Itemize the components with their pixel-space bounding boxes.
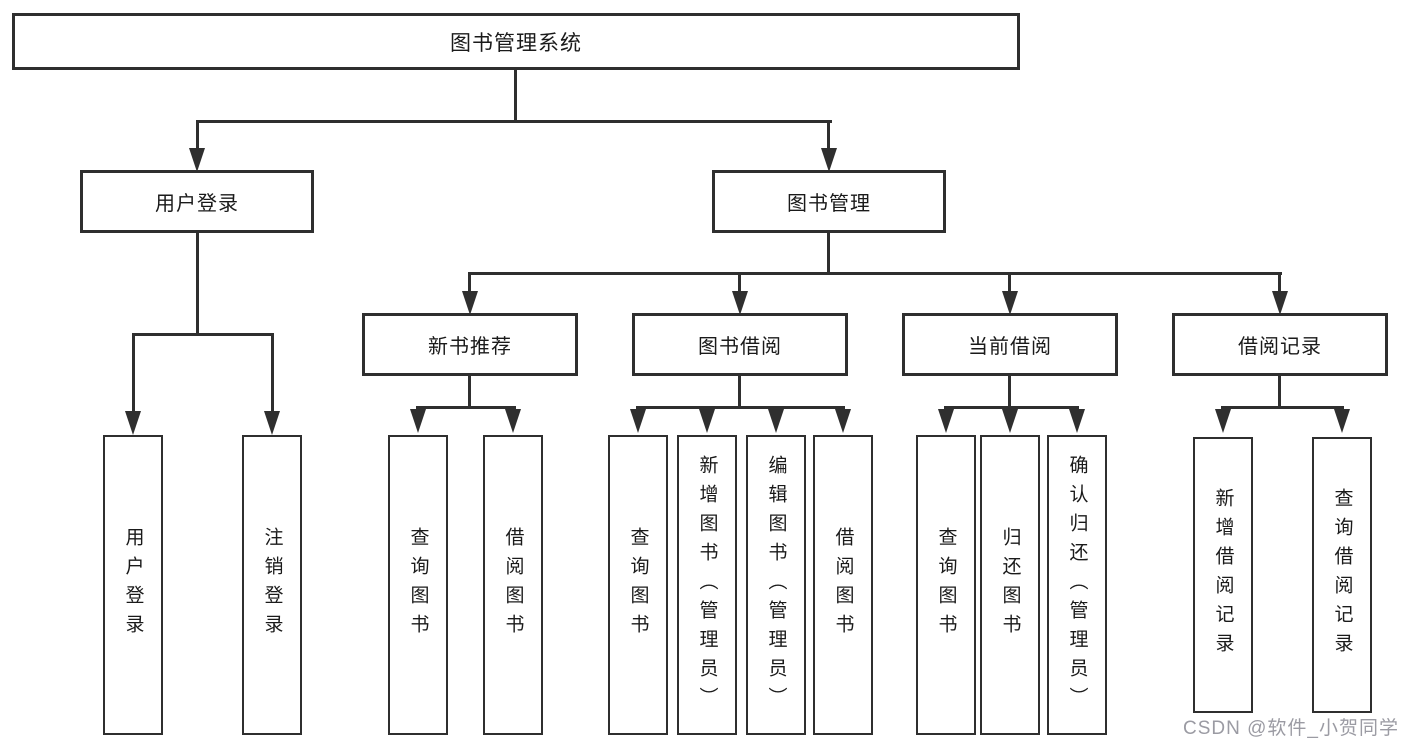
arrowhead-down-icon <box>505 409 521 433</box>
connector-line <box>271 333 274 413</box>
connector-line <box>827 233 830 272</box>
arrowhead-down-icon <box>821 148 837 172</box>
node-leaf-borrow-book-recommend: 借阅图书 <box>483 435 543 735</box>
connector-line <box>132 333 135 413</box>
node-user-login: 用户登录 <box>80 170 314 233</box>
arrowhead-down-icon <box>1002 409 1018 433</box>
arrowhead-down-icon <box>938 409 954 433</box>
arrowhead-down-icon <box>1334 409 1350 433</box>
arrowhead-down-icon <box>189 148 205 172</box>
arrowhead-down-icon <box>699 409 715 433</box>
arrowhead-down-icon <box>125 411 141 435</box>
node-leaf-query-borrow-record: 查询借阅记录 <box>1312 437 1372 713</box>
connector-line <box>944 406 1079 409</box>
arrowhead-down-icon <box>264 411 280 435</box>
connector-line <box>468 272 471 292</box>
node-leaf-add-book-admin: 新增图书（管理员） <box>677 435 737 735</box>
connector-line <box>738 376 741 406</box>
arrowhead-down-icon <box>630 409 646 433</box>
connector-line <box>468 272 1282 275</box>
node-library-management-system: 图书管理系统 <box>12 13 1020 70</box>
connector-line <box>636 406 845 409</box>
connector-line <box>196 233 199 333</box>
connector-line <box>738 272 741 292</box>
node-book-management: 图书管理 <box>712 170 946 233</box>
csdn-watermark: CSDN @软件_小贺同学 <box>1183 718 1399 739</box>
connector-line <box>196 120 199 150</box>
node-leaf-edit-book-admin: 编辑图书（管理员） <box>746 435 806 735</box>
connector-line <box>468 376 471 406</box>
arrowhead-down-icon <box>768 409 784 433</box>
node-leaf-logout: 注销登录 <box>242 435 302 735</box>
arrowhead-down-icon <box>732 291 748 315</box>
arrowhead-down-icon <box>410 409 426 433</box>
connector-line <box>827 120 830 150</box>
node-current-borrow: 当前借阅 <box>902 313 1118 376</box>
connector-line <box>196 120 832 123</box>
node-leaf-query-books-recommend: 查询图书 <box>388 435 448 735</box>
connector-line <box>514 70 517 120</box>
arrowhead-down-icon <box>1215 409 1231 433</box>
node-borrow-records: 借阅记录 <box>1172 313 1388 376</box>
connector-line <box>1008 376 1011 406</box>
node-leaf-query-books-borrow: 查询图书 <box>608 435 668 735</box>
connector-line <box>1008 272 1011 292</box>
node-leaf-user-login: 用户登录 <box>103 435 163 735</box>
connector-line <box>132 333 274 336</box>
connector-line <box>1278 272 1281 292</box>
arrowhead-down-icon <box>1272 291 1288 315</box>
node-leaf-confirm-return-admin: 确认归还（管理员） <box>1047 435 1107 735</box>
arrowhead-down-icon <box>1002 291 1018 315</box>
node-leaf-borrow-book: 借阅图书 <box>813 435 873 735</box>
arrowhead-down-icon <box>1069 409 1085 433</box>
node-leaf-query-books-current: 查询图书 <box>916 435 976 735</box>
connector-line <box>1221 406 1344 409</box>
connector-line <box>1278 376 1281 406</box>
node-leaf-add-borrow-record: 新增借阅记录 <box>1193 437 1253 713</box>
arrowhead-down-icon <box>462 291 478 315</box>
connector-line <box>416 406 516 409</box>
node-book-borrow: 图书借阅 <box>632 313 848 376</box>
node-new-book-recommend: 新书推荐 <box>362 313 578 376</box>
arrowhead-down-icon <box>835 409 851 433</box>
node-leaf-return-book: 归还图书 <box>980 435 1040 735</box>
